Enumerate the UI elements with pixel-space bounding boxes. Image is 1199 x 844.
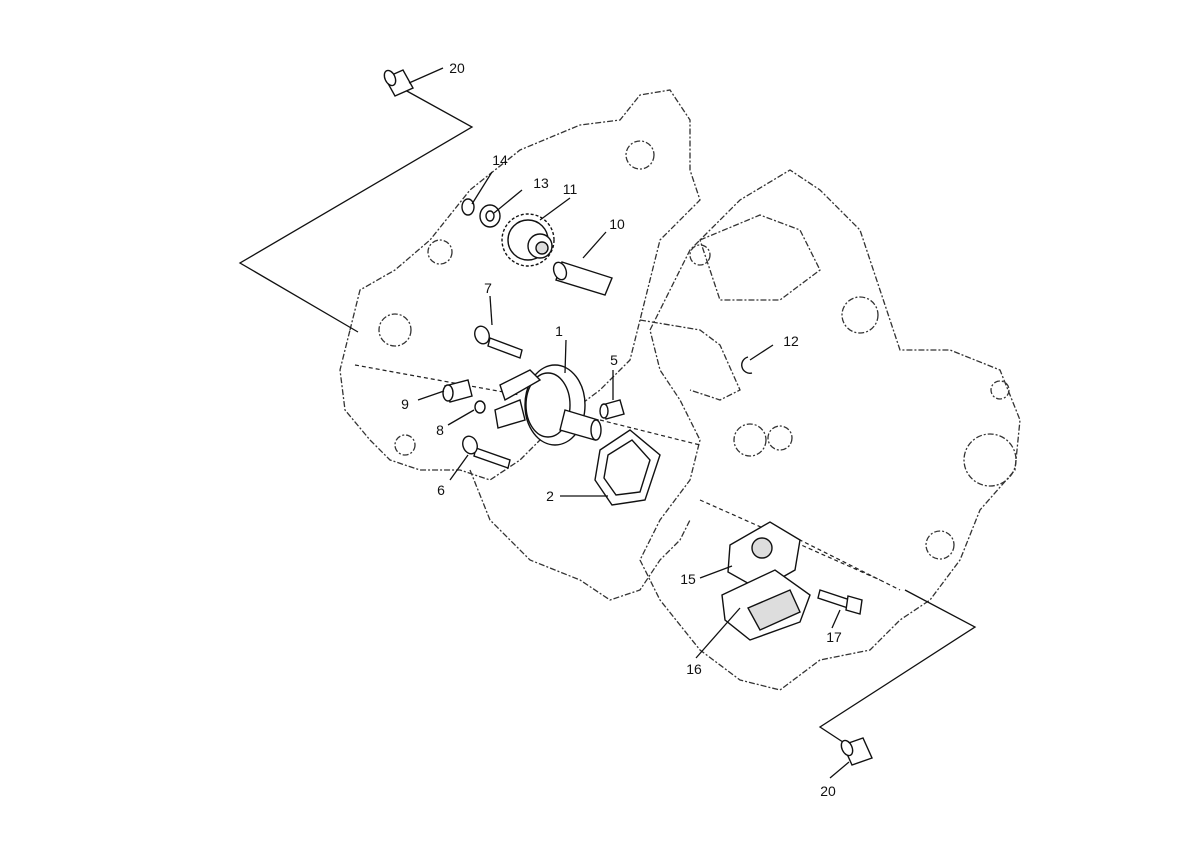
callout-13: 13 [533,175,549,191]
pump-cover-gasket-part-2 [594,429,661,506]
pump-drive-gear-part-11 [501,213,555,267]
bolt-part-6 [462,435,511,469]
crankcase-right-half [639,169,1021,691]
circlip-part-14 [461,198,475,216]
dowel-part-9 [442,379,473,403]
callout-2: 2 [546,488,554,504]
callout-16: 16 [686,661,702,677]
callout-8: 8 [436,422,444,438]
callout-20-lower: 20 [820,783,836,799]
oil-pump-assembly-part-1 [494,364,602,446]
crankcase-left-half [339,89,701,601]
callout-14: 14 [492,152,508,168]
callout-6: 6 [437,482,445,498]
bolt-part-17 [817,589,863,615]
washer-part-13 [479,204,501,228]
callout-10: 10 [609,216,625,232]
callout-labels: 1 2 5 6 7 8 9 10 11 12 13 14 15 16 17 20… [401,60,842,799]
callout-15: 15 [680,571,696,587]
reference-line-upper [238,89,474,333]
strainer-screen-part-16 [721,569,811,641]
callout-7: 7 [484,280,492,296]
callout-11: 11 [563,181,578,197]
reference-line-lower [818,589,977,749]
callout-1: 1 [555,323,563,339]
callout-12: 12 [783,333,799,349]
bolt-part-7 [474,325,523,359]
circlip-part-12 [741,356,753,374]
callout-20-upper: 20 [449,60,465,76]
callout-9: 9 [401,396,409,412]
oil-strainer-part-15 [727,521,801,591]
dowel-pin-lower [840,737,873,766]
dowel-pin-upper [383,69,414,97]
o-ring-part-8 [474,400,486,414]
shaft-part-10 [552,261,613,296]
callout-17: 17 [826,629,842,645]
leader-lines [408,67,850,779]
dowel-part-5 [599,399,625,420]
callout-5: 5 [610,352,618,368]
